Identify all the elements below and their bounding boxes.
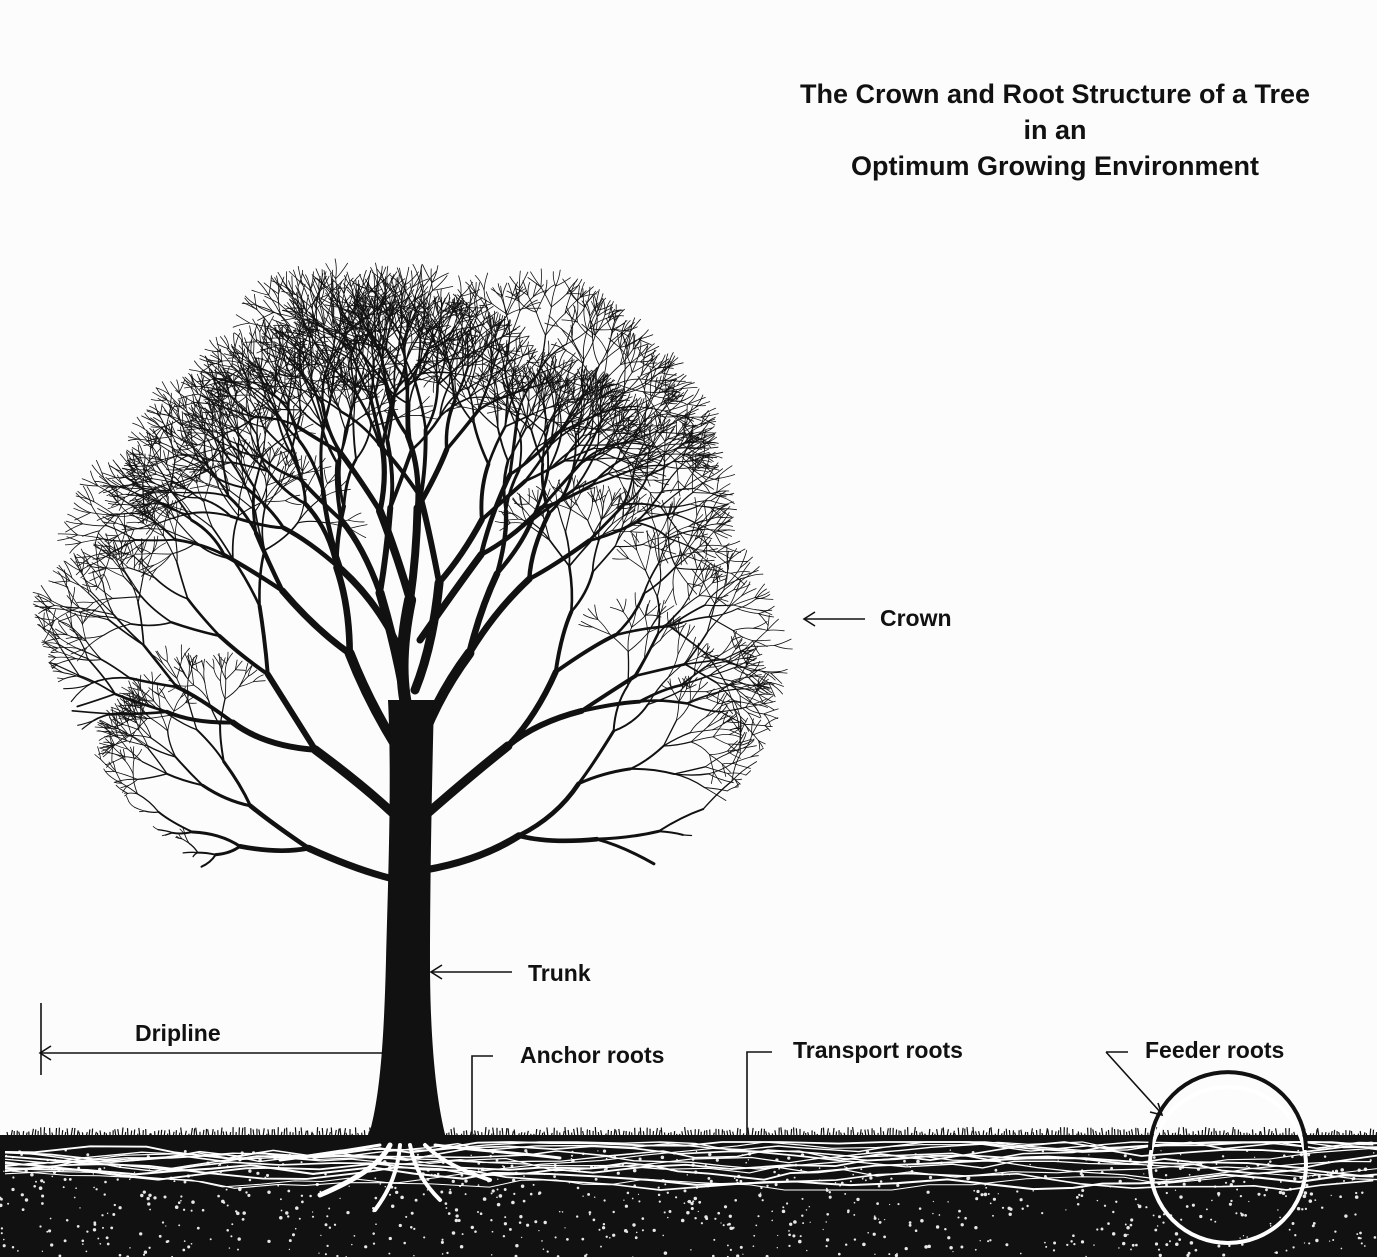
transport-roots-label: Transport roots [793,1037,963,1063]
dripline-label: Dripline [135,1020,221,1046]
title-line-2: in an [735,112,1375,148]
crown-label: Crown [880,605,952,631]
anchor-roots-leader [472,1056,493,1140]
trunk-label: Trunk [528,960,591,986]
anchor-roots-label: Anchor roots [520,1042,664,1068]
transport-roots-leader [747,1052,772,1140]
feeder-roots-label: Feeder roots [1145,1037,1284,1063]
diagram-title: The Crown and Root Structure of a Tree i… [735,76,1375,184]
title-line-1: The Crown and Root Structure of a Tree [735,76,1375,112]
trunk [368,700,446,1138]
title-line-3: Optimum Growing Environment [735,148,1375,184]
soil [0,1127,1377,1257]
